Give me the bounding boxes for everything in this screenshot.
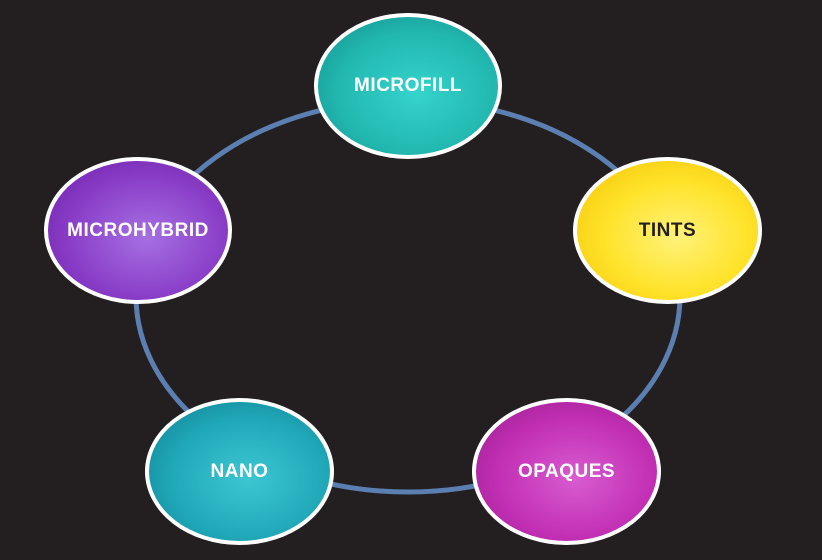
node-label-opaques: OPAQUES	[517, 460, 616, 482]
node-label-microhybrid: MICROHYBRID	[67, 219, 209, 241]
node-label-microfill: MICROFILL	[354, 75, 462, 96]
node-label-tints: TINTS	[638, 219, 697, 241]
node-opaques[interactable]: OPAQUES	[472, 398, 661, 545]
node-tints[interactable]: TINTS	[573, 157, 762, 304]
node-label-nano: NANO	[210, 460, 269, 482]
node-microfill[interactable]: MICROFILL	[314, 13, 502, 159]
node-nano[interactable]: NANO	[145, 398, 334, 545]
node-microhybrid[interactable]: MICROHYBRID	[44, 157, 232, 304]
